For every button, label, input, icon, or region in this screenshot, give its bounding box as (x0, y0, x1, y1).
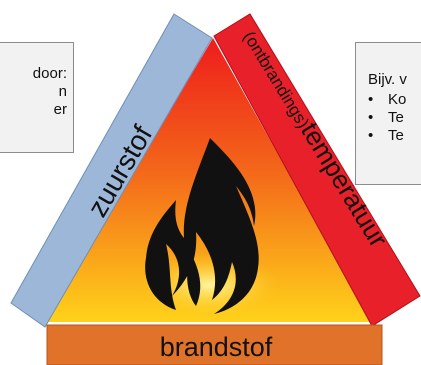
temperature-side-bar (213, 13, 421, 327)
bullet-icon: • (368, 109, 374, 126)
bullet-icon: • (368, 91, 374, 108)
flame-icon (145, 138, 259, 314)
right-callout-item-text-1: Ko (388, 91, 407, 108)
right-callout-item-3: • Te (368, 127, 421, 145)
left-callout-line-2: n (58, 83, 67, 100)
right-callout-box: Bijv. v • Ko • Te • Te (355, 42, 421, 185)
left-callout-box: door: n er (0, 42, 74, 153)
right-callout-item-text-2: Te (388, 109, 404, 126)
fuel-label: brandstof (160, 332, 273, 362)
right-callout-list: • Ko • Te • Te (368, 91, 421, 145)
oxygen-side-bar (10, 13, 213, 328)
bullet-icon: • (368, 127, 374, 144)
left-callout-line-1: door: (32, 65, 67, 82)
fuel-base-bar (46, 324, 383, 365)
right-callout-intro: Bijv. v (368, 71, 407, 88)
right-callout-item-text-3: Te (388, 127, 404, 144)
right-callout-item-1: • Ko (368, 91, 421, 109)
left-callout-line-3: er (53, 101, 67, 118)
right-callout-item-2: • Te (368, 109, 421, 127)
